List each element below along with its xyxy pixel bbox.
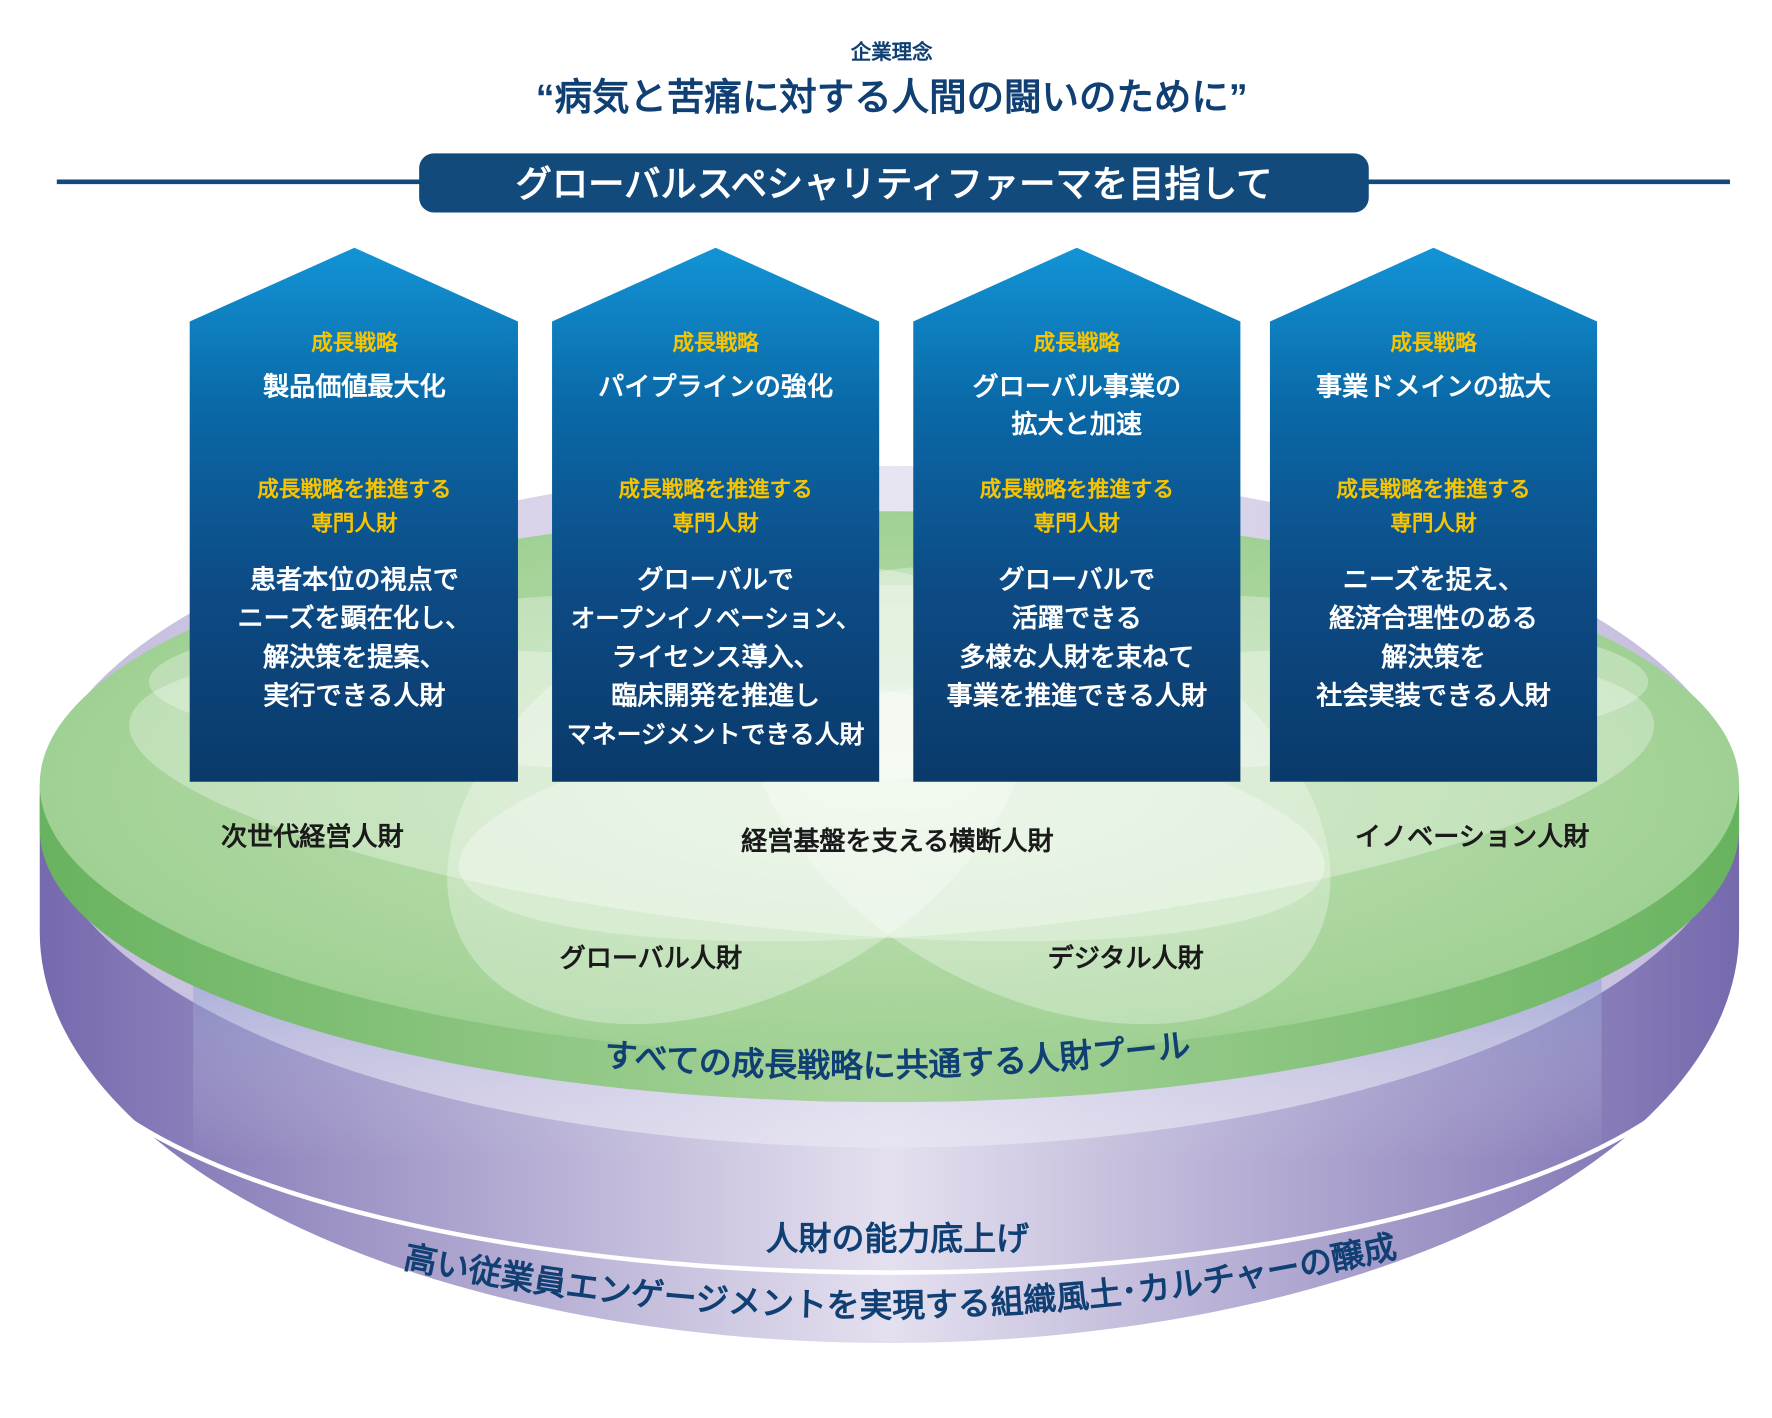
talent-label: 専門人財 — [672, 511, 759, 536]
talent-label: 専門人財 — [1034, 511, 1121, 536]
philosophy-label: 企業理念 — [850, 40, 933, 64]
pillar-arrow — [913, 247, 1241, 782]
talent-description: ニーズを捉え、 — [1343, 565, 1524, 595]
talent-description: グローバルで — [999, 565, 1155, 595]
philosophy-statement: “病気と苦痛に対する人間の闘いのために” — [536, 76, 1248, 118]
talent-description: グローバルで — [637, 565, 793, 595]
talent-description: 実行できる人財 — [263, 680, 445, 710]
talent-description: 活躍できる — [1012, 603, 1142, 633]
talent-description: 患者本位の視点で — [250, 565, 459, 595]
talent-description: 経済合理性のある — [1329, 603, 1538, 633]
pillar-1: 成長戦略 製品価値最大化 成長戦略を推進する 専門人財 患者本位の視点で ニーズ… — [189, 247, 518, 782]
talent-description: 事業を推進できる人財 — [947, 680, 1208, 710]
pillar-4: 成長戦略 事業ドメインの拡大 成長戦略を推進する 専門人財 ニーズを捉え、 経済… — [1269, 247, 1598, 782]
talent-description: 解決策を — [1381, 642, 1485, 672]
vision-banner — [419, 153, 1369, 213]
talent-description: ライセンス導入、 — [611, 642, 819, 672]
foundation-separator-line — [38, 997, 1741, 1275]
strategy-label: 成長戦略 — [1034, 330, 1121, 355]
talent-label: 成長戦略を推進する — [1336, 477, 1530, 502]
talent-label: 成長戦略を推進する — [980, 477, 1174, 502]
talent-description: ニーズを顕在化し、 — [238, 603, 472, 633]
talent-description: 多様な人財を束ねて — [959, 642, 1194, 672]
pillar-3: 成長戦略 グローバル事業の 拡大と加速 成長戦略を推進する 専門人財 グローバル… — [913, 247, 1241, 782]
pillar-arrow — [1269, 247, 1598, 782]
vision-banner-text: グローバルスペシャリティファーマを目指して — [515, 164, 1272, 205]
talent-description: 臨床開発を推進し — [611, 680, 820, 710]
strategy-title: グローバル事業の — [973, 371, 1182, 401]
segment-innovation: イノベーション人財 — [1355, 821, 1589, 851]
pillar-arrow — [189, 247, 518, 782]
pillar-2: 成長戦略 パイプラインの強化 成長戦略を推進する 専門人財 グローバルで オープ… — [552, 247, 880, 782]
talent-description: オープンイノベーション、 — [571, 605, 861, 633]
talent-label: 専門人財 — [311, 511, 398, 536]
strategy-title: 事業ドメインの拡大 — [1316, 371, 1551, 401]
talent-description: 社会実装できる人財 — [1316, 680, 1550, 710]
strategy-title: 拡大と加速 — [1012, 409, 1143, 439]
strategy-title: パイプラインの強化 — [598, 371, 833, 401]
talent-label: 成長戦略を推進する — [257, 477, 451, 502]
strategy-title: 製品価値最大化 — [263, 371, 446, 401]
strategy-label: 成長戦略 — [672, 330, 759, 355]
talent-label: 専門人財 — [1390, 511, 1477, 536]
segment-global: グローバル人財 — [560, 943, 742, 973]
segment-next-gen-leaders: 次世代経営人財 — [221, 821, 404, 851]
talent-description: 解決策を提案、 — [263, 642, 446, 672]
segment-digital: デジタル人財 — [1048, 943, 1204, 973]
segment-cross-functional: 経営基盤を支える横断人財 — [741, 826, 1053, 856]
strategy-label: 成長戦略 — [1390, 330, 1477, 355]
talent-label: 成長戦略を推進する — [619, 477, 813, 502]
talent-description: マネージメントできる人財 — [567, 721, 865, 749]
foundation-upper-label: 人財の能力底上げ — [766, 1220, 1030, 1257]
strategy-label: 成長戦略 — [311, 330, 398, 355]
pillar-arrow — [552, 247, 880, 782]
